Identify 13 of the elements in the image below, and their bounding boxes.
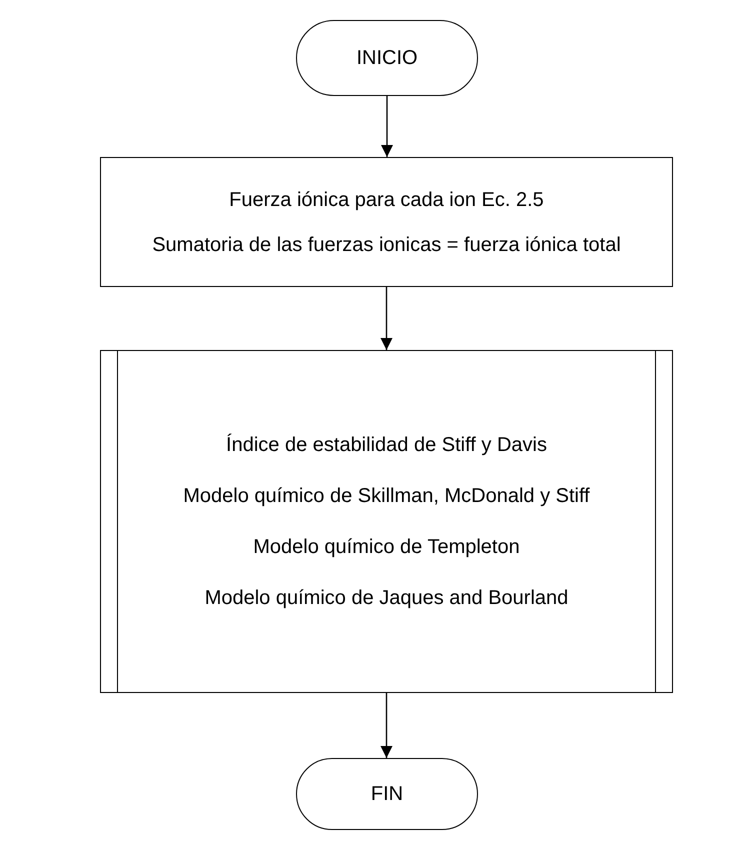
process-box [100, 157, 673, 287]
step-text: Fuerza iónica para cada ion Ec. 2.5 [229, 188, 544, 212]
step-text: Índice de estabilidad de Stiff y Davis [226, 433, 547, 457]
terminal-label: FIN [370, 782, 404, 806]
terminal-label: INICIO [356, 46, 418, 70]
step-text: Modelo químico de Jaques and Bourland [204, 586, 568, 610]
arrow [380, 693, 392, 758]
step-text: Sumatoria de las fuerzas ionicas = fuerza iónica total [152, 232, 621, 256]
arrow [380, 287, 392, 350]
arrow [381, 96, 393, 157]
step-text: Modelo químico de Skillman, McDonald y Stiff [183, 484, 590, 508]
predefined-process-box [100, 350, 673, 693]
step-text: Modelo químico de Templeton [253, 535, 520, 559]
